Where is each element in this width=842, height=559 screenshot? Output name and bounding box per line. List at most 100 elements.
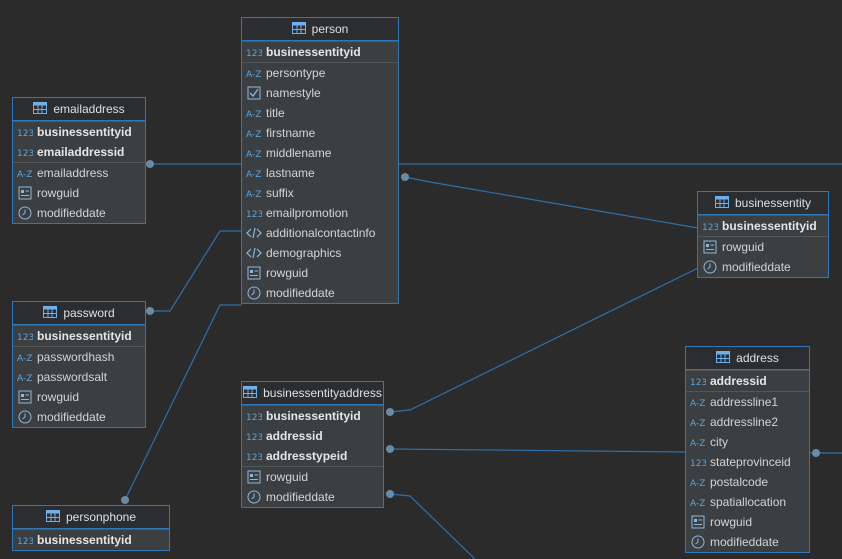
column-name: businessentityid: [266, 409, 361, 423]
xml-icon: [246, 226, 262, 240]
column-row[interactable]: rowguid: [698, 237, 828, 257]
table-header[interactable]: businessentity: [698, 192, 828, 215]
attribute-columns: rowguid modifieddate: [698, 236, 828, 277]
text-icon: A-Z: [246, 146, 262, 160]
table-icon: [43, 305, 58, 321]
text-icon: A-Z: [690, 395, 706, 409]
column-name: addressid: [710, 374, 767, 388]
table-header[interactable]: emailaddress: [13, 98, 145, 121]
column-row[interactable]: 123 businessentityid: [242, 42, 398, 62]
column-name: postalcode: [710, 475, 769, 489]
column-name: modifieddate: [722, 260, 791, 274]
column-row[interactable]: modifieddate: [13, 203, 145, 223]
connector-dot: [386, 408, 394, 416]
column-row[interactable]: additionalcontactinfo: [242, 223, 398, 243]
column-row[interactable]: rowguid: [13, 387, 145, 407]
checkbox-icon: [246, 86, 262, 100]
column-row[interactable]: modifieddate: [242, 487, 383, 507]
column-row[interactable]: A-Z postalcode: [686, 472, 809, 492]
uuid-icon: [690, 515, 706, 529]
relationship-line: [389, 267, 699, 413]
column-row[interactable]: rowguid: [686, 512, 809, 532]
column-name: businessentityid: [266, 45, 361, 59]
table-header[interactable]: password: [13, 302, 145, 325]
column-name: emailpromotion: [266, 206, 349, 220]
svg-text:123: 123: [246, 453, 262, 462]
column-name: firstname: [266, 126, 316, 140]
svg-text:123: 123: [246, 49, 262, 58]
column-name: demographics: [266, 246, 342, 260]
table-icon: [45, 509, 60, 525]
column-row[interactable]: modifieddate: [242, 283, 398, 303]
column-row[interactable]: modifieddate: [698, 257, 828, 277]
table-header[interactable]: businessentityaddress: [242, 382, 383, 405]
column-name: addressline2: [710, 415, 779, 429]
clock-icon: [17, 410, 33, 424]
svg-text:A-Z: A-Z: [690, 479, 705, 488]
column-row[interactable]: rowguid: [13, 183, 145, 203]
table-header[interactable]: personphone: [13, 506, 169, 529]
column-row[interactable]: rowguid: [242, 467, 383, 487]
text-icon: A-Z: [246, 106, 262, 120]
number-icon: 123: [690, 374, 706, 388]
text-icon: A-Z: [246, 166, 262, 180]
svg-text:123: 123: [17, 129, 33, 138]
column-name: additionalcontactinfo: [266, 226, 376, 240]
relationship-line: [124, 304, 242, 501]
number-icon: 123: [690, 455, 706, 469]
svg-text:A-Z: A-Z: [17, 374, 32, 383]
column-row[interactable]: namestyle: [242, 83, 398, 103]
uuid-icon: [17, 186, 33, 200]
text-icon: A-Z: [17, 350, 33, 364]
column-row[interactable]: demographics: [242, 243, 398, 263]
column-row[interactable]: rowguid: [242, 263, 398, 283]
table-title: emailaddress: [53, 102, 125, 116]
column-row[interactable]: modifieddate: [686, 532, 809, 552]
number-icon: 123: [246, 45, 262, 59]
relationship-line: [150, 230, 242, 312]
text-icon: A-Z: [690, 435, 706, 449]
connector-dot: [386, 445, 394, 453]
number-icon: 123: [246, 449, 262, 463]
column-row[interactable]: modifieddate: [13, 407, 145, 427]
text-icon: A-Z: [17, 166, 33, 180]
table-header[interactable]: address: [686, 347, 809, 370]
table-header[interactable]: person: [242, 18, 398, 41]
column-row[interactable]: 123 addressid: [686, 371, 809, 391]
table-icon: [33, 101, 48, 117]
connector-dot: [121, 496, 129, 504]
